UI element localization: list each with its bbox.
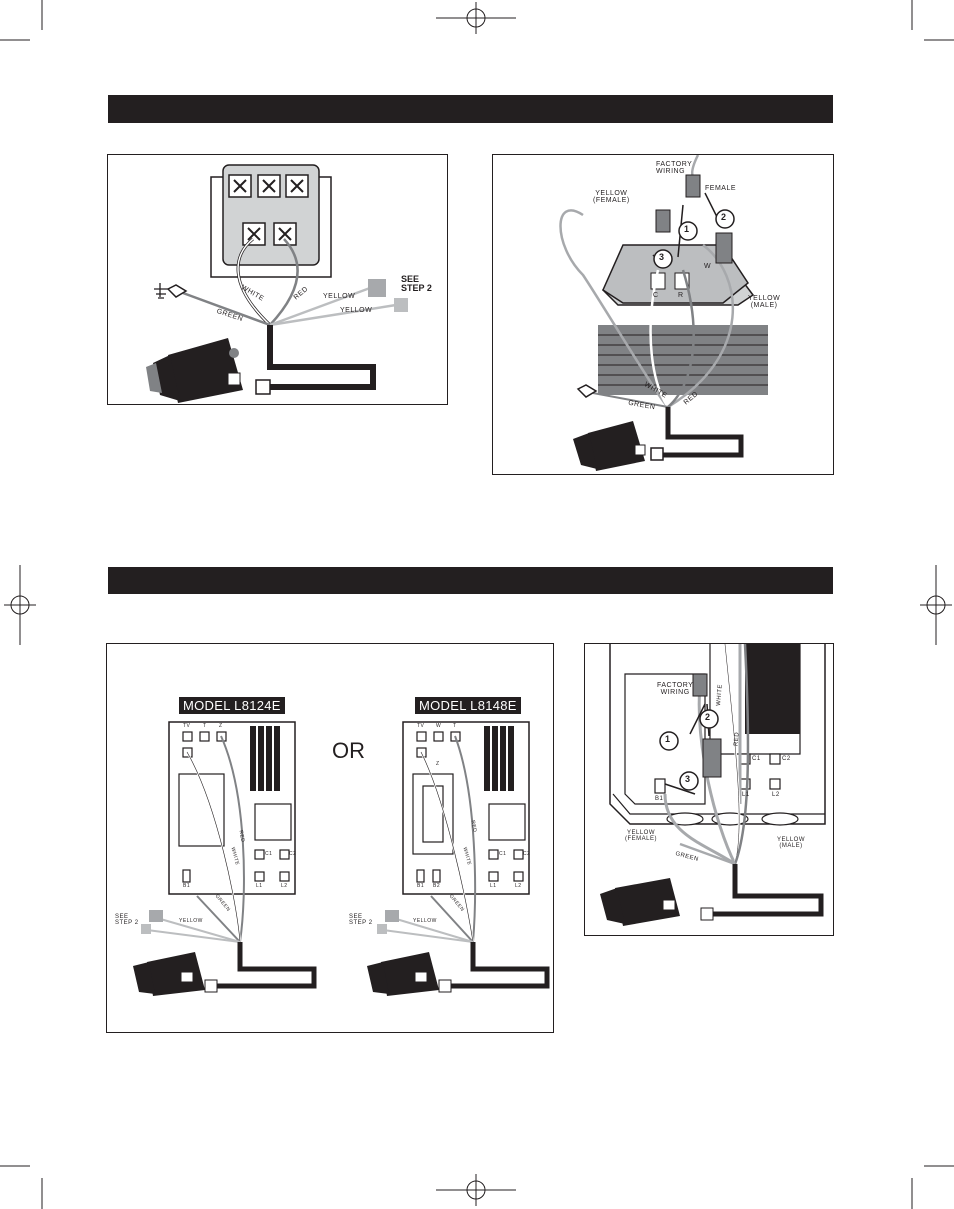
yellow-male-label: YELLOW (MALE) (777, 837, 806, 849)
l2-label: L2 (772, 792, 780, 798)
right-c2: C2 (523, 851, 531, 857)
step-1-marker: 1 (665, 734, 671, 744)
wire-label-yellow-1: YELLOW (323, 293, 356, 300)
right-terminal-w: W (436, 723, 442, 729)
step-1-marker: 1 (684, 224, 690, 234)
right-terminal-tv: TV (417, 723, 425, 729)
or-separator: OR (332, 738, 365, 763)
terminal-c-label: C (653, 292, 659, 299)
right-terminal-t: T (453, 723, 457, 729)
right-c1: C1 (499, 851, 507, 857)
terminal-block-illustration (146, 164, 408, 403)
terminal-w-label: W (704, 263, 712, 270)
see-step-2-label: SEE STEP 2 (401, 274, 432, 294)
wire-label-yellow-2: YELLOW (340, 307, 373, 314)
model-l8148e-label: MODEL L8148E (415, 697, 521, 714)
yellow-male-label: YELLOW (MALE) (748, 295, 781, 309)
right-see-step-2: SEE STEP 2 (349, 914, 373, 926)
yellow-female-label: YELLOW (FEMALE) (593, 190, 630, 204)
right-wire-red: RED (469, 819, 478, 833)
right-l1: L1 (490, 883, 497, 889)
panel-relay-wiring-steps: FACTORY WIRING FEMALE YELLOW (FEMALE) YE… (492, 154, 834, 475)
left-c1: C1 (265, 851, 273, 857)
section-header-bar-1 (108, 95, 833, 123)
right-terminal-z: Z (436, 761, 440, 767)
right-b2: B2 (433, 883, 441, 889)
right-l2: L2 (515, 883, 522, 889)
left-see-step-2: SEE STEP 2 (115, 914, 139, 926)
right-yellow-label: YELLOW (413, 918, 437, 924)
section-header-bar-2 (108, 567, 833, 594)
factory-wiring-label: FACTORY WIRING (656, 161, 693, 175)
left-terminal-t: T (203, 723, 207, 729)
step-2-marker: 2 (705, 712, 711, 722)
left-wire-red: RED (237, 829, 246, 843)
unit-installation-illustration (600, 644, 826, 926)
left-c2: C2 (289, 851, 297, 857)
panel-unit-installation: FACTORY WIRING WHITE RED 1 2 3 C1 C2 L1 … (584, 643, 834, 936)
red-label: RED (733, 731, 741, 747)
c1-label: C1 (752, 756, 761, 762)
model-l8124e-label: MODEL L8124E (179, 697, 285, 714)
terminal-r-label: R (678, 292, 684, 299)
panel-model-comparison: MODEL L8124E MODEL L8148E OR TV T Z TV W… (106, 643, 554, 1033)
left-terminal-z: Z (219, 723, 223, 729)
left-terminal-tv: TV (183, 723, 191, 729)
left-b1: B1 (183, 883, 191, 889)
left-yellow-label: YELLOW (179, 918, 203, 924)
b1-label: B1 (655, 796, 664, 802)
yellow-female-label: YELLOW (FEMALE) (625, 830, 658, 842)
female-label: FEMALE (705, 185, 737, 192)
right-b1: B1 (417, 883, 425, 889)
step-3-marker: 3 (685, 774, 691, 784)
left-l1: L1 (256, 883, 263, 889)
step-3-marker: 3 (659, 252, 665, 262)
panel-terminal-block-wiring: SEE STEP 2 WHITE RED GREEN YELLOW YELLOW (107, 154, 448, 405)
step-2-marker: 2 (721, 212, 727, 222)
left-l2: L2 (281, 883, 288, 889)
l1-label: L1 (742, 792, 750, 798)
factory-wiring-label: FACTORY WIRING (657, 682, 694, 696)
relay-illustration (559, 155, 768, 471)
c2-label: C2 (782, 756, 791, 762)
model-boards-illustration (133, 721, 550, 996)
